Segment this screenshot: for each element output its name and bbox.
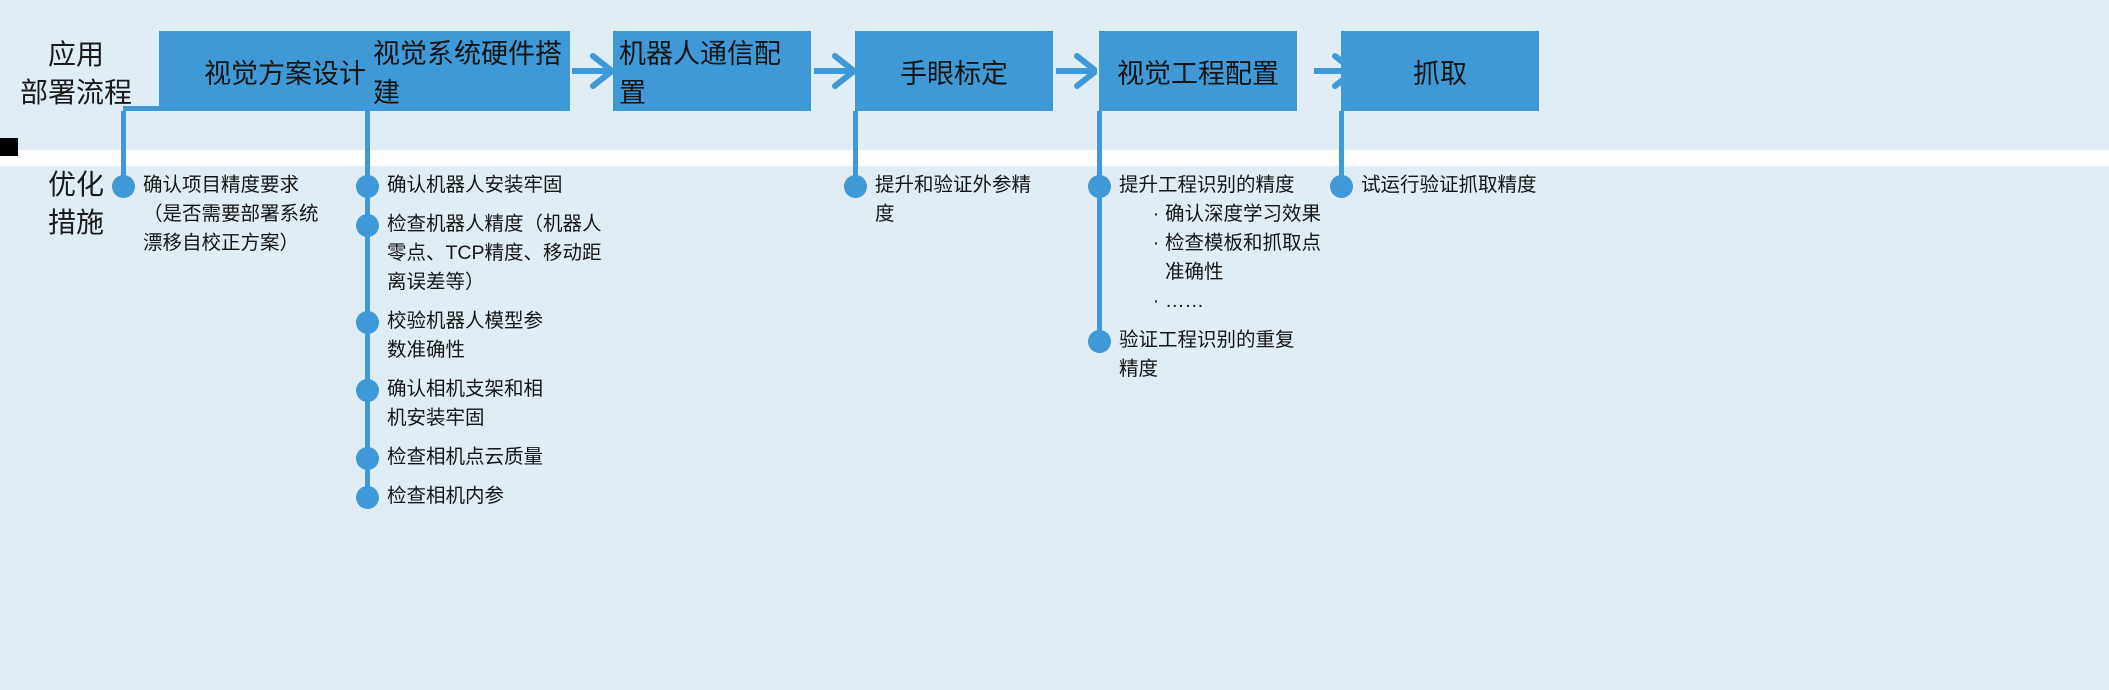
connector-line-5 — [1097, 111, 1102, 341]
measure-subitem-text: …… — [1165, 290, 1204, 312]
timeline-node-icon[interactable] — [1329, 174, 1353, 198]
process-box-label: 视觉方案设计 — [204, 58, 366, 89]
measure-item-text: 检查机器人精度（机器人 零点、TCP精度、移动距 离误差等） — [387, 213, 602, 293]
timeline-node-icon[interactable] — [355, 446, 379, 470]
measure-item-text: 确认机器人安装牢固 — [387, 174, 563, 196]
timeline-node-icon[interactable] — [355, 213, 379, 237]
row-label-process: 应用 部署流程 — [19, 39, 132, 108]
background-band-bottom — [0, 166, 2109, 690]
measure-item: 确认相机支架和相 机安装牢固 — [387, 375, 617, 433]
measure-item-text: 验证工程识别的重复 精度 — [1119, 329, 1295, 380]
measure-subitem-text: 确认深度学习效果 — [1165, 203, 1322, 225]
bullet-dot-icon: · — [1152, 232, 1160, 254]
timeline-node-icon[interactable] — [843, 174, 867, 198]
bullet-dot-icon: · — [1152, 203, 1160, 225]
process-box-label: 视觉工程配置 — [1117, 58, 1279, 89]
measure-item-text: 确认相机支架和相 机安装牢固 — [387, 378, 544, 429]
timeline-node-icon[interactable] — [355, 378, 379, 402]
connector-stub — [123, 106, 159, 111]
measure-item-text: 校验机器人模型参 数准确性 — [387, 310, 544, 361]
process-box-label: 机器人通信配置 — [619, 39, 781, 108]
timeline-node-icon[interactable] — [355, 310, 379, 334]
timeline-node-icon[interactable] — [1087, 174, 1111, 198]
process-box-6[interactable]: 抓取 — [1341, 31, 1539, 111]
measure-item: 试运行验证抓取精度 — [1361, 171, 1591, 200]
connector-line-2 — [365, 111, 370, 497]
measure-item: 检查相机内参 — [387, 482, 617, 511]
connector-line-6 — [1339, 111, 1344, 186]
arrow-right-icon — [572, 51, 613, 91]
measure-subitem: ·确认深度学习效果 — [1119, 200, 1349, 229]
measure-item-text: 提升工程识别的精度 — [1119, 174, 1295, 196]
measure-item-text: 提升和验证外参精 度 — [875, 174, 1032, 225]
arrow-right-icon — [1314, 51, 1355, 91]
measure-item-text: 检查相机点云质量 — [387, 446, 544, 468]
measure-item-text: 确认项目精度要求 （是否需要部署系统 漂移自校正方案） — [143, 174, 319, 254]
timeline-node-icon[interactable] — [355, 174, 379, 198]
arrow-right-icon — [1056, 51, 1097, 91]
measure-subitem: ·…… — [1119, 287, 1349, 316]
row-label-measures: 优化 措施 — [47, 169, 104, 238]
arrow-right-icon — [814, 51, 855, 91]
connector-line-4 — [853, 111, 858, 186]
measure-subitem-text: 检查模板和抓取点 准确性 — [1165, 232, 1322, 283]
background-band-white — [0, 150, 2109, 166]
measure-item-text: 试运行验证抓取精度 — [1361, 174, 1537, 196]
timeline-node-icon[interactable] — [111, 174, 135, 198]
measure-item: 提升工程识别的精度·确认深度学习效果·检查模板和抓取点 准确性·…… — [1119, 171, 1349, 316]
process-box-5[interactable]: 视觉工程配置 — [1099, 31, 1297, 111]
process-box-label: 视觉系统硬件搭建 — [373, 39, 562, 108]
process-box-3[interactable]: 机器人通信配置 — [613, 31, 811, 111]
measure-item: 提升和验证外参精 度 — [875, 171, 1105, 229]
left-edge-marker — [0, 138, 18, 156]
process-box-label: 手眼标定 — [900, 58, 1008, 89]
process-box-4[interactable]: 手眼标定 — [855, 31, 1053, 111]
timeline-node-icon[interactable] — [1087, 329, 1111, 353]
measure-item: 检查机器人精度（机器人 零点、TCP精度、移动距 离误差等） — [387, 210, 617, 297]
measure-item-text: 检查相机内参 — [387, 485, 505, 507]
measure-item: 确认项目精度要求 （是否需要部署系统 漂移自校正方案） — [143, 171, 373, 258]
measure-item: 校验机器人模型参 数准确性 — [387, 307, 617, 365]
measure-item: 检查相机点云质量 — [387, 443, 617, 472]
measure-item: 验证工程识别的重复 精度 — [1119, 326, 1349, 384]
process-box-label: 抓取 — [1413, 58, 1467, 89]
measure-item: 确认机器人安装牢固 — [387, 171, 617, 200]
process-box-2[interactable]: 视觉系统硬件搭建 — [367, 31, 570, 111]
timeline-node-icon[interactable] — [355, 485, 379, 509]
bullet-dot-icon: · — [1152, 290, 1160, 312]
arrow-right-icon — [413, 51, 469, 91]
connector-line-1 — [121, 111, 126, 186]
measure-subitem: ·检查模板和抓取点 准确性 — [1119, 229, 1349, 287]
